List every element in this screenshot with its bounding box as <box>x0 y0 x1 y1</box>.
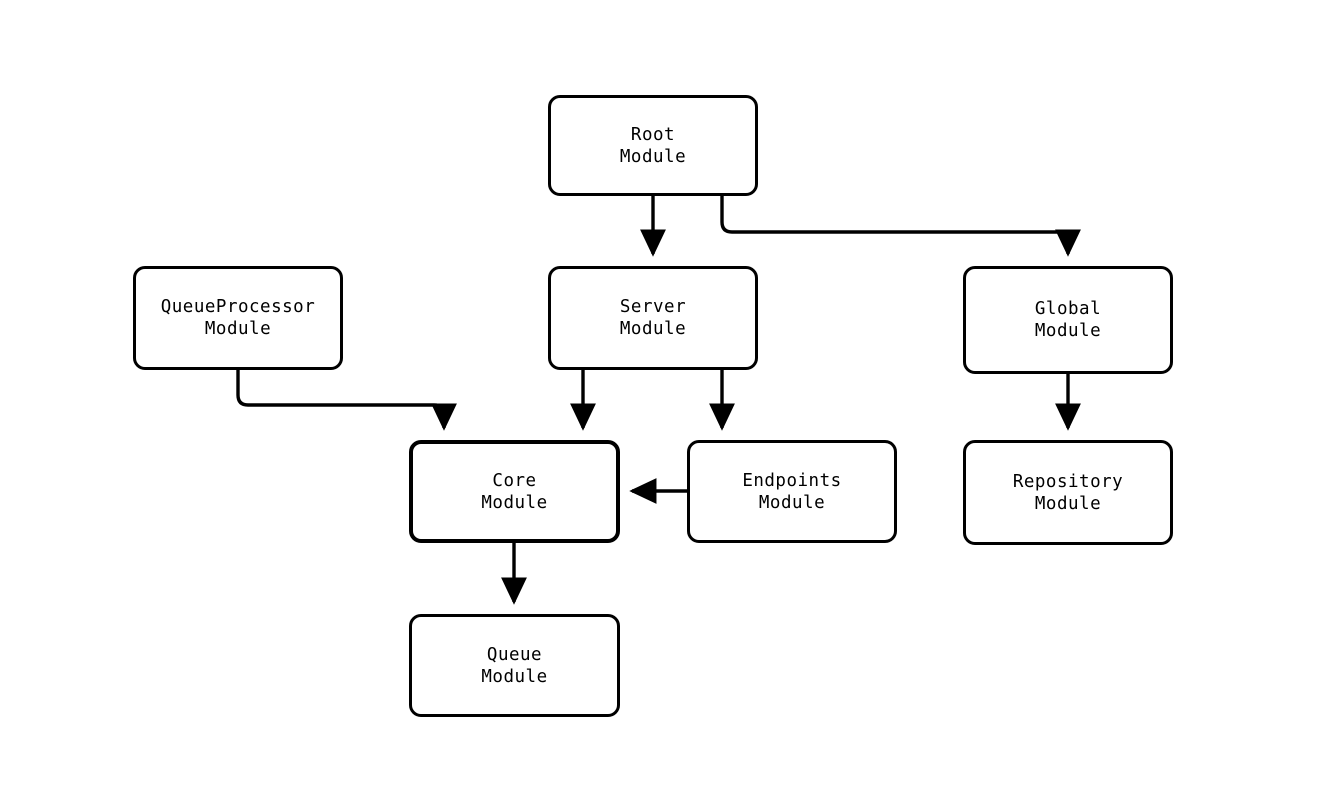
node-queue-module[interactable]: Queue Module <box>409 614 620 717</box>
node-repository-module-name: Repository <box>1012 471 1124 492</box>
node-root-module-name: Root <box>630 124 676 145</box>
node-endpoints-module-name: Endpoints <box>742 470 842 491</box>
node-queue-module-suffix: Module <box>481 666 548 687</box>
node-queue-module-name: Queue <box>486 644 543 665</box>
edge-root-to-global <box>720 196 1081 257</box>
node-global-module[interactable]: Global Module <box>963 266 1173 374</box>
node-queueprocessor-module-name: QueueProcessor <box>160 297 316 317</box>
node-global-module-name: Global <box>1034 299 1102 319</box>
edge-queueprocessor-to-core <box>236 370 457 431</box>
node-core-module[interactable]: Core Module <box>409 440 620 543</box>
node-global-module-suffix: Module <box>1034 321 1102 341</box>
node-queueprocessor-module-suffix: Module <box>204 319 272 339</box>
node-root-module[interactable]: Root Module <box>548 95 758 196</box>
node-root-module-suffix: Module <box>619 146 687 167</box>
node-core-module-suffix: Module <box>481 492 548 513</box>
node-endpoints-module[interactable]: Endpoints Module <box>687 440 897 543</box>
node-repository-module[interactable]: Repository Module <box>963 440 1173 545</box>
node-core-module-name: Core <box>492 470 537 491</box>
node-server-module[interactable]: Server Module <box>548 266 758 370</box>
node-repository-module-suffix: Module <box>1034 493 1102 514</box>
node-queueprocessor-module[interactable]: QueueProcessor Module <box>133 266 343 370</box>
node-endpoints-module-suffix: Module <box>758 492 826 513</box>
node-server-module-suffix: Module <box>619 319 687 339</box>
node-server-module-name: Server <box>619 297 687 317</box>
